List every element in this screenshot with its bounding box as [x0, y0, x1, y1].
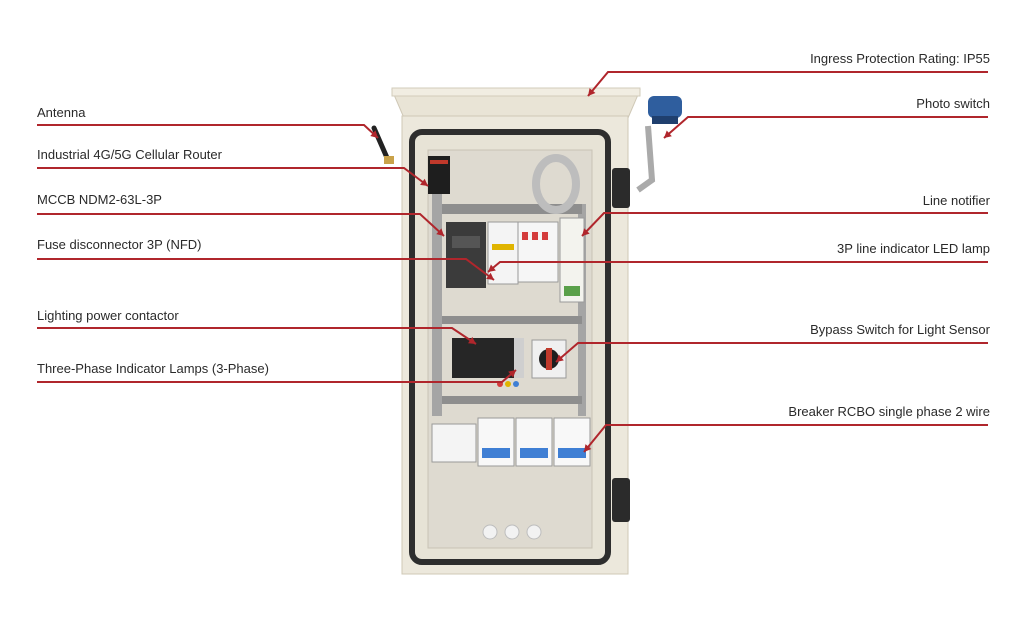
- label-router: Industrial 4G/5G Cellular Router: [37, 147, 222, 162]
- leader-notifier-arrowhead: [582, 228, 590, 236]
- leader-rcbo: [583, 424, 988, 453]
- leader-rcbo-arrowhead: [584, 444, 592, 452]
- mccb-fuse-block: [446, 221, 519, 288]
- leader-ip55: [587, 71, 988, 97]
- leader-notifier: [581, 212, 988, 237]
- leader-photo-arrowhead: [664, 130, 672, 138]
- label-line-notifier: Line notifier: [922, 193, 990, 208]
- cable-coil: [532, 154, 580, 214]
- leader-bypass: [555, 342, 988, 363]
- antenna-unit: [371, 125, 394, 164]
- leader-photo: [663, 116, 988, 139]
- label-lighting-contactor: Lighting power contactor: [37, 308, 179, 323]
- contactor-unit: [452, 338, 524, 387]
- label-led-lamp: 3P line indicator LED lamp: [837, 241, 990, 256]
- indicator-led-block: [517, 221, 559, 283]
- cable-glands: [482, 524, 542, 540]
- leader-mccb-arrowhead: [436, 228, 444, 236]
- mounting-frame: [432, 156, 586, 416]
- label-phase-indicator-lamps: Three-Phase Indicator Lamps (3-Phase): [37, 361, 269, 376]
- leader-router-arrowhead: [420, 178, 428, 186]
- leader-antenna-arrowhead: [370, 130, 378, 138]
- rcbo-breakers: [431, 417, 591, 467]
- label-ip-rating: Ingress Protection Rating: IP55: [810, 51, 990, 66]
- line-notifier-unit: [559, 217, 585, 303]
- leader-indicator3-arrowhead: [508, 370, 516, 378]
- photo-switch-unit: [636, 96, 682, 193]
- label-fuse-disconnector: Fuse disconnector 3P (NFD): [37, 237, 202, 252]
- leader-ip55-arrowhead: [588, 88, 596, 96]
- leader-contactor: [37, 327, 477, 345]
- leader-mccb: [37, 213, 445, 237]
- leader-bypass-arrowhead: [556, 354, 564, 362]
- leader-lines: [37, 71, 988, 453]
- door-hinges: [612, 168, 630, 522]
- leader-fuse: [37, 258, 495, 281]
- label-rcbo-breaker: Breaker RCBO single phase 2 wire: [788, 404, 990, 419]
- bypass-switch-unit: [531, 339, 567, 379]
- router-unit: [428, 156, 450, 194]
- label-antenna: Antenna: [37, 105, 86, 120]
- leader-contactor-arrowhead: [468, 336, 476, 344]
- leader-fuse-arrowhead: [486, 272, 494, 280]
- label-photo-switch: Photo switch: [916, 96, 990, 111]
- label-mccb: MCCB NDM2-63L-3P: [37, 192, 162, 207]
- leader-router: [37, 167, 429, 187]
- leader-antenna: [37, 124, 379, 139]
- label-bypass-switch: Bypass Switch for Light Sensor: [810, 322, 990, 337]
- leader-ledlamp-arrowhead: [488, 264, 496, 272]
